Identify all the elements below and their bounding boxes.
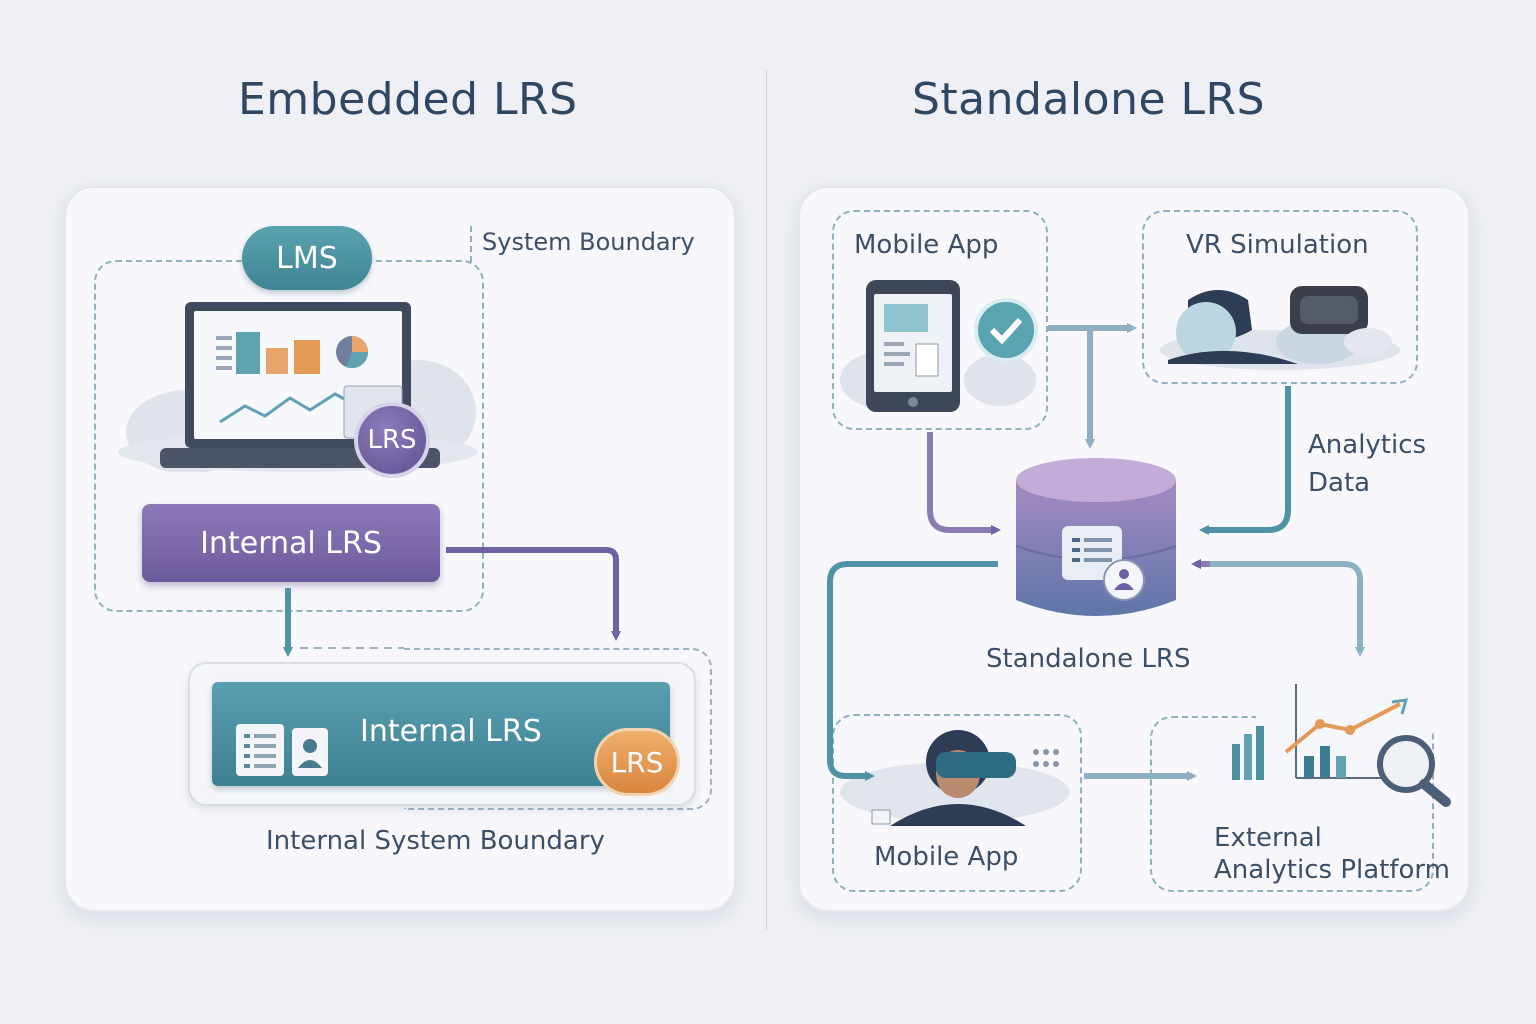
arrow-internal-to-boundary	[446, 547, 621, 641]
mobile-phone-icon	[840, 280, 1040, 414]
arrow-db-bidirectional-left	[827, 561, 998, 781]
mobile-app-bottom-label: Mobile App	[874, 842, 1019, 872]
standalone-lrs-title: Standalone LRS	[912, 74, 1266, 125]
external-line2: Analytics Platform	[1214, 855, 1450, 885]
embedded-lrs-title: Embedded LRS	[238, 74, 578, 125]
analytics-data-label: Analytics Data	[1308, 426, 1426, 502]
section-divider	[766, 70, 767, 930]
internal-lrs-bottom-label: Internal LRS	[360, 714, 542, 749]
external-analytics-label: External Analytics Platform	[1214, 822, 1450, 886]
arrow-db-to-external	[1204, 561, 1365, 657]
external-line1: External	[1214, 823, 1322, 853]
internal-system-boundary-label: Internal System Boundary	[266, 826, 605, 856]
arrow-mobile-top-to-db	[927, 432, 1001, 535]
vr-headset-icon	[1158, 280, 1402, 372]
lms-pill: LMS	[242, 226, 372, 290]
analytics-chart-magnifier-icon	[1200, 670, 1454, 810]
vr-user-icon	[840, 722, 1070, 826]
mobile-app-top-box	[832, 210, 1048, 430]
internal-lrs-top-label: Internal LRS	[200, 525, 382, 561]
database-cylinder-icon	[1014, 456, 1178, 626]
vr-simulation-box	[1142, 210, 1418, 384]
internal-lrs-purple-box: Internal LRS	[142, 504, 440, 582]
system-boundary-marker	[470, 226, 720, 262]
internal-lrs-teal-box	[212, 682, 670, 786]
lrs-orange-badge-label: LRS	[610, 745, 664, 779]
document-user-icon	[236, 722, 332, 778]
mobile-app-top-label: Mobile App	[854, 230, 999, 260]
internal-boundary-dash	[404, 648, 712, 810]
standalone-lrs-label: Standalone LRS	[986, 644, 1191, 674]
vr-simulation-label: VR Simulation	[1186, 230, 1369, 260]
analytics-data-line1: Analytics	[1308, 430, 1427, 460]
mobile-app-bottom-box	[832, 714, 1082, 892]
system-boundary-label: System Boundary	[482, 228, 695, 256]
lrs-orange-badge: LRS	[594, 728, 680, 796]
analytics-data-line2: Data	[1308, 468, 1371, 498]
lrs-badge-label: LRS	[367, 425, 417, 455]
lms-label: LMS	[276, 240, 338, 276]
arrow-vr-to-db	[1199, 386, 1291, 535]
lrs-round-badge: LRS	[354, 402, 430, 478]
